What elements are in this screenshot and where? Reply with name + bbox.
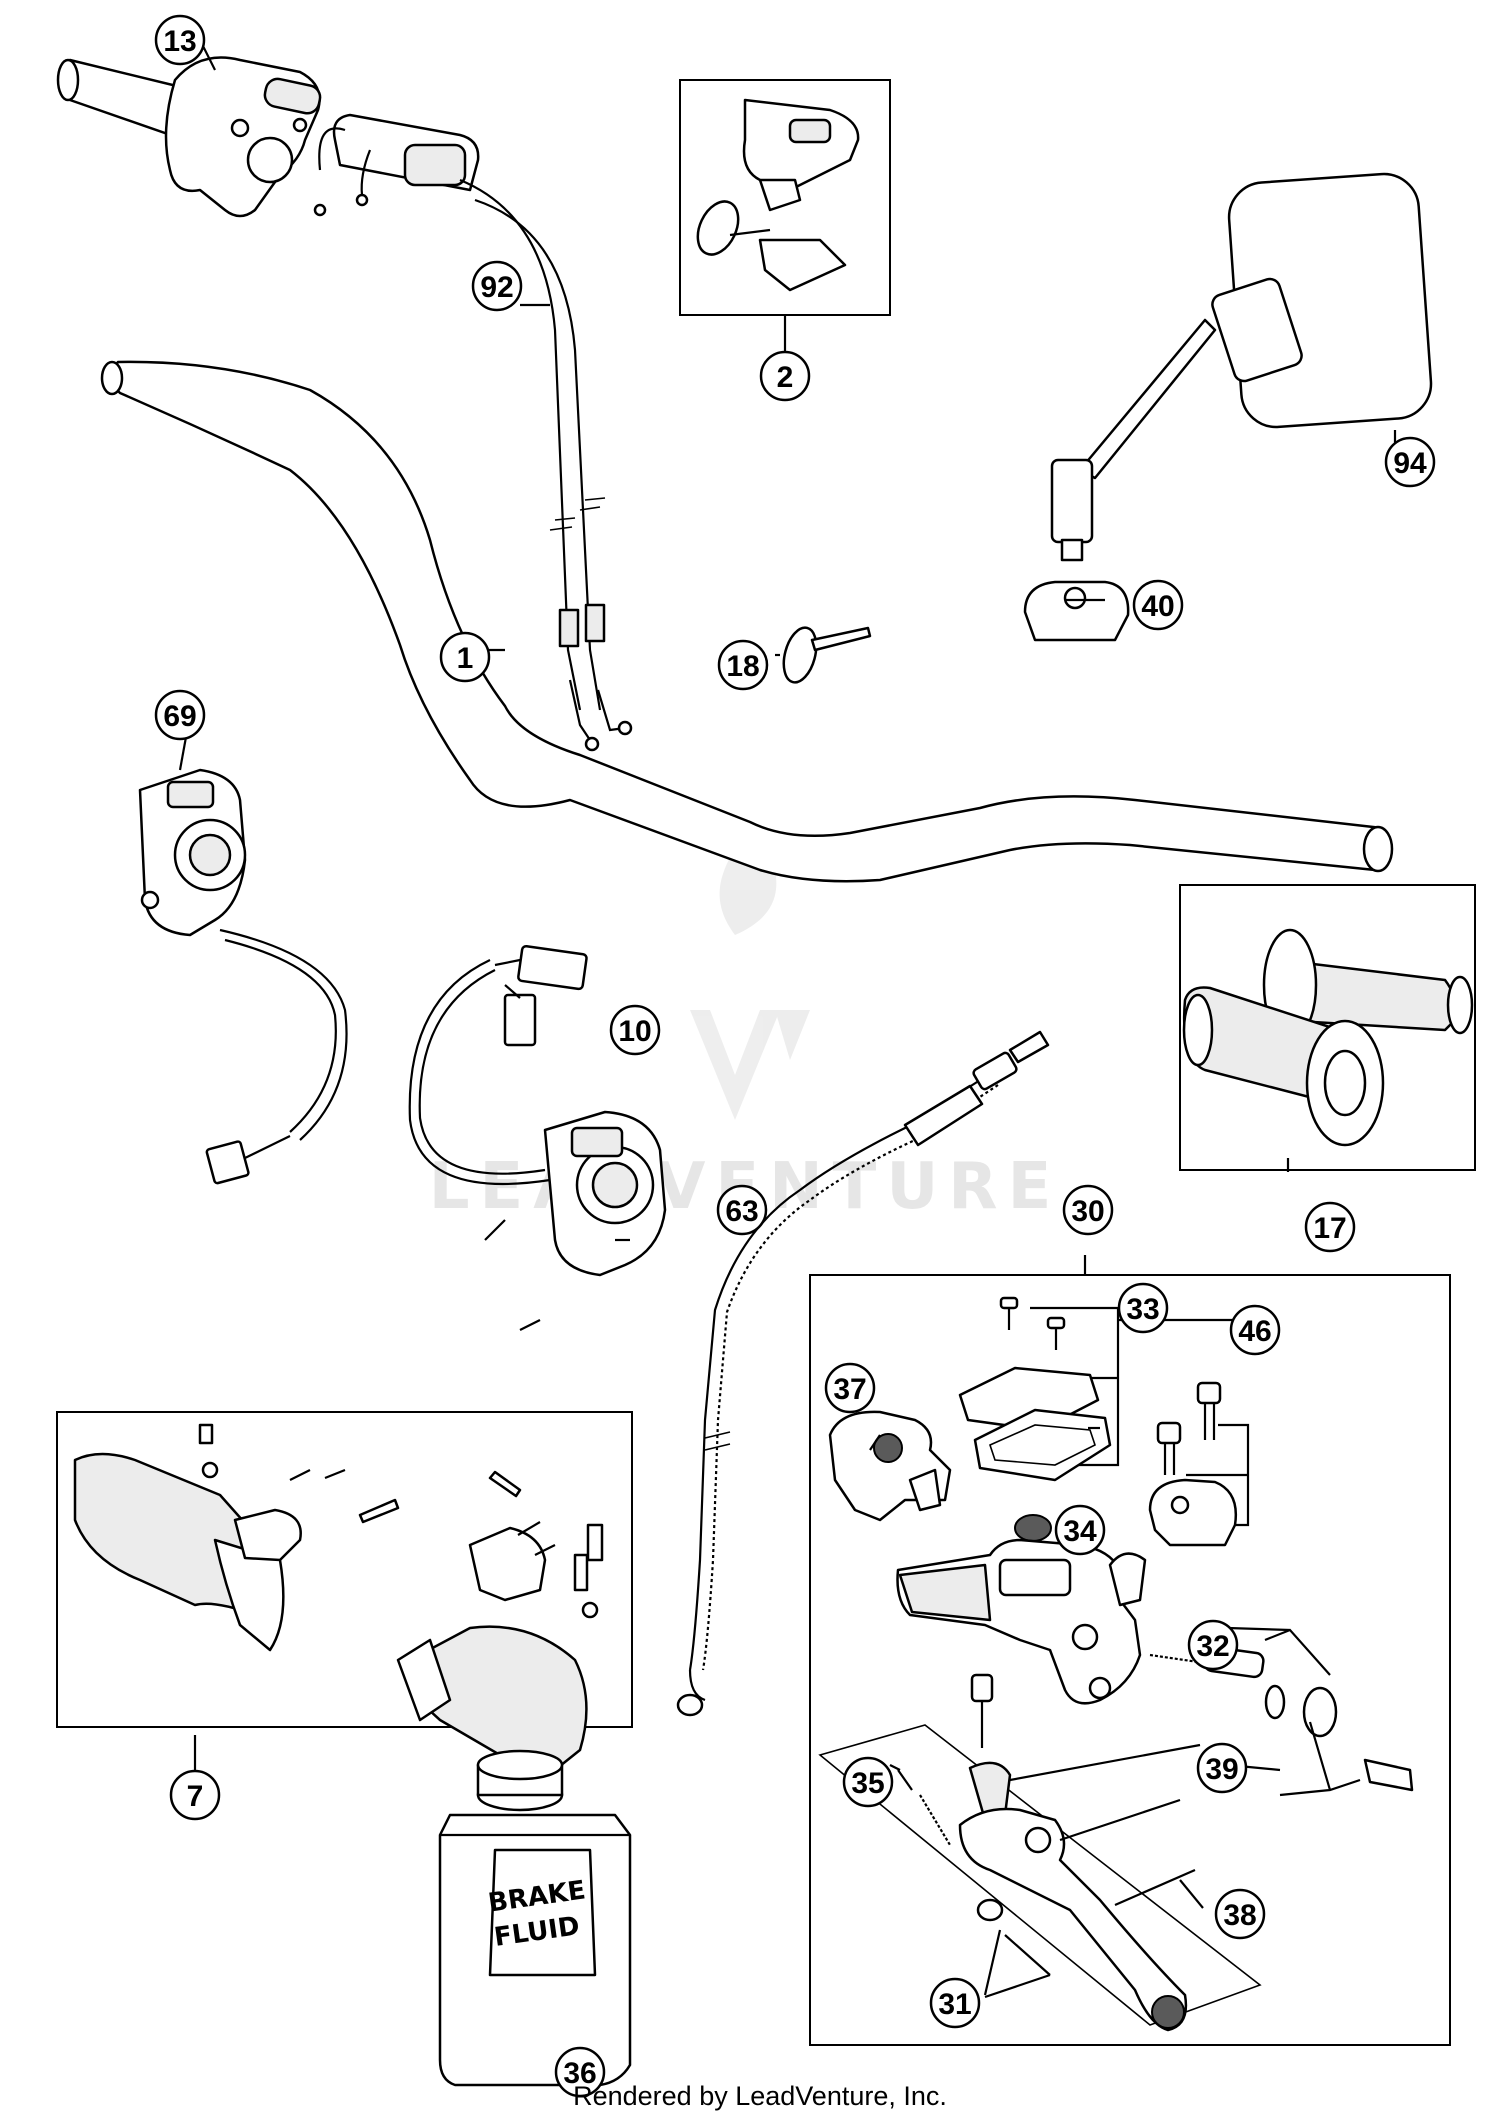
grips-box	[1179, 884, 1476, 1171]
callout-94: 94	[1384, 436, 1436, 488]
callout-31: 31	[929, 1977, 981, 2029]
callout-13: 13	[154, 14, 206, 66]
callouts: 13 92 2 94 18 40 1 69 10 63 30 17 33 46 …	[154, 14, 1436, 2098]
render-credit: Rendered by LeadVenture, Inc.	[573, 2081, 947, 2111]
svg-text:69: 69	[163, 700, 196, 733]
svg-text:35: 35	[851, 1767, 884, 1800]
svg-text:63: 63	[725, 1195, 758, 1228]
master-cylinder-parts	[818, 1296, 1414, 2032]
svg-text:46: 46	[1238, 1315, 1271, 1348]
svg-text:38: 38	[1223, 1899, 1256, 1932]
grips	[1182, 928, 1474, 1147]
svg-text:13: 13	[163, 25, 196, 58]
callout-63: 63	[716, 1184, 768, 1236]
svg-text:39: 39	[1205, 1753, 1238, 1786]
brake-fluid-can	[438, 1749, 632, 2087]
svg-text:7: 7	[187, 1780, 204, 1813]
svg-text:30: 30	[1071, 1195, 1104, 1228]
callout-36: 36	[554, 2046, 606, 2098]
throttle-grip-assembly	[56, 56, 322, 218]
callout-30: 30	[1062, 1184, 1114, 1236]
callout-39: 39	[1196, 1742, 1248, 1794]
callout-35: 35	[842, 1756, 894, 1808]
cable-tie	[782, 626, 872, 684]
svg-text:34: 34	[1063, 1515, 1097, 1548]
kill-switch	[138, 768, 348, 1185]
callout-37: 37	[824, 1362, 876, 1414]
callout-2: 2	[759, 350, 811, 402]
svg-text:17: 17	[1313, 1212, 1346, 1245]
svg-text:40: 40	[1141, 590, 1174, 623]
clutch-hose	[676, 1030, 1050, 1717]
master-cylinder-box	[809, 1274, 1451, 2046]
handguard-box	[56, 1411, 633, 1728]
svg-text:10: 10	[618, 1015, 651, 1048]
svg-text:92: 92	[480, 271, 513, 304]
svg-text:94: 94	[1393, 447, 1427, 480]
handguard-kit	[73, 1423, 604, 1775]
callout-40: 40	[1132, 579, 1184, 631]
callout-10: 10	[609, 1004, 661, 1056]
callout-7: 7	[169, 1769, 221, 1821]
handlebar-switch	[408, 944, 667, 1277]
mirror	[1050, 172, 1433, 562]
callout-38: 38	[1214, 1888, 1266, 1940]
switch-kit-parts	[696, 98, 860, 355]
svg-text:32: 32	[1196, 1630, 1229, 1663]
svg-text:36: 36	[563, 2057, 596, 2090]
callout-17: 17	[1304, 1201, 1356, 1253]
svg-text:37: 37	[833, 1373, 866, 1406]
svg-text:1: 1	[457, 642, 474, 675]
callout-69: 69	[154, 689, 206, 741]
callout-34: 34	[1054, 1504, 1106, 1556]
callout-18: 18	[717, 639, 769, 691]
callout-32: 32	[1187, 1619, 1239, 1671]
throttle-cables	[459, 178, 633, 752]
mirror-clamp	[1023, 580, 1130, 642]
svg-text:2: 2	[777, 361, 794, 394]
svg-text:31: 31	[938, 1988, 971, 2021]
callout-1: 1	[439, 631, 491, 683]
callout-46: 46	[1229, 1304, 1281, 1356]
throttle-cable-housing	[313, 113, 480, 217]
callout-92: 92	[471, 260, 523, 312]
svg-text:18: 18	[726, 650, 759, 683]
handlebar	[100, 360, 1394, 883]
callout-33: 33	[1117, 1282, 1169, 1334]
svg-text:33: 33	[1126, 1293, 1159, 1326]
